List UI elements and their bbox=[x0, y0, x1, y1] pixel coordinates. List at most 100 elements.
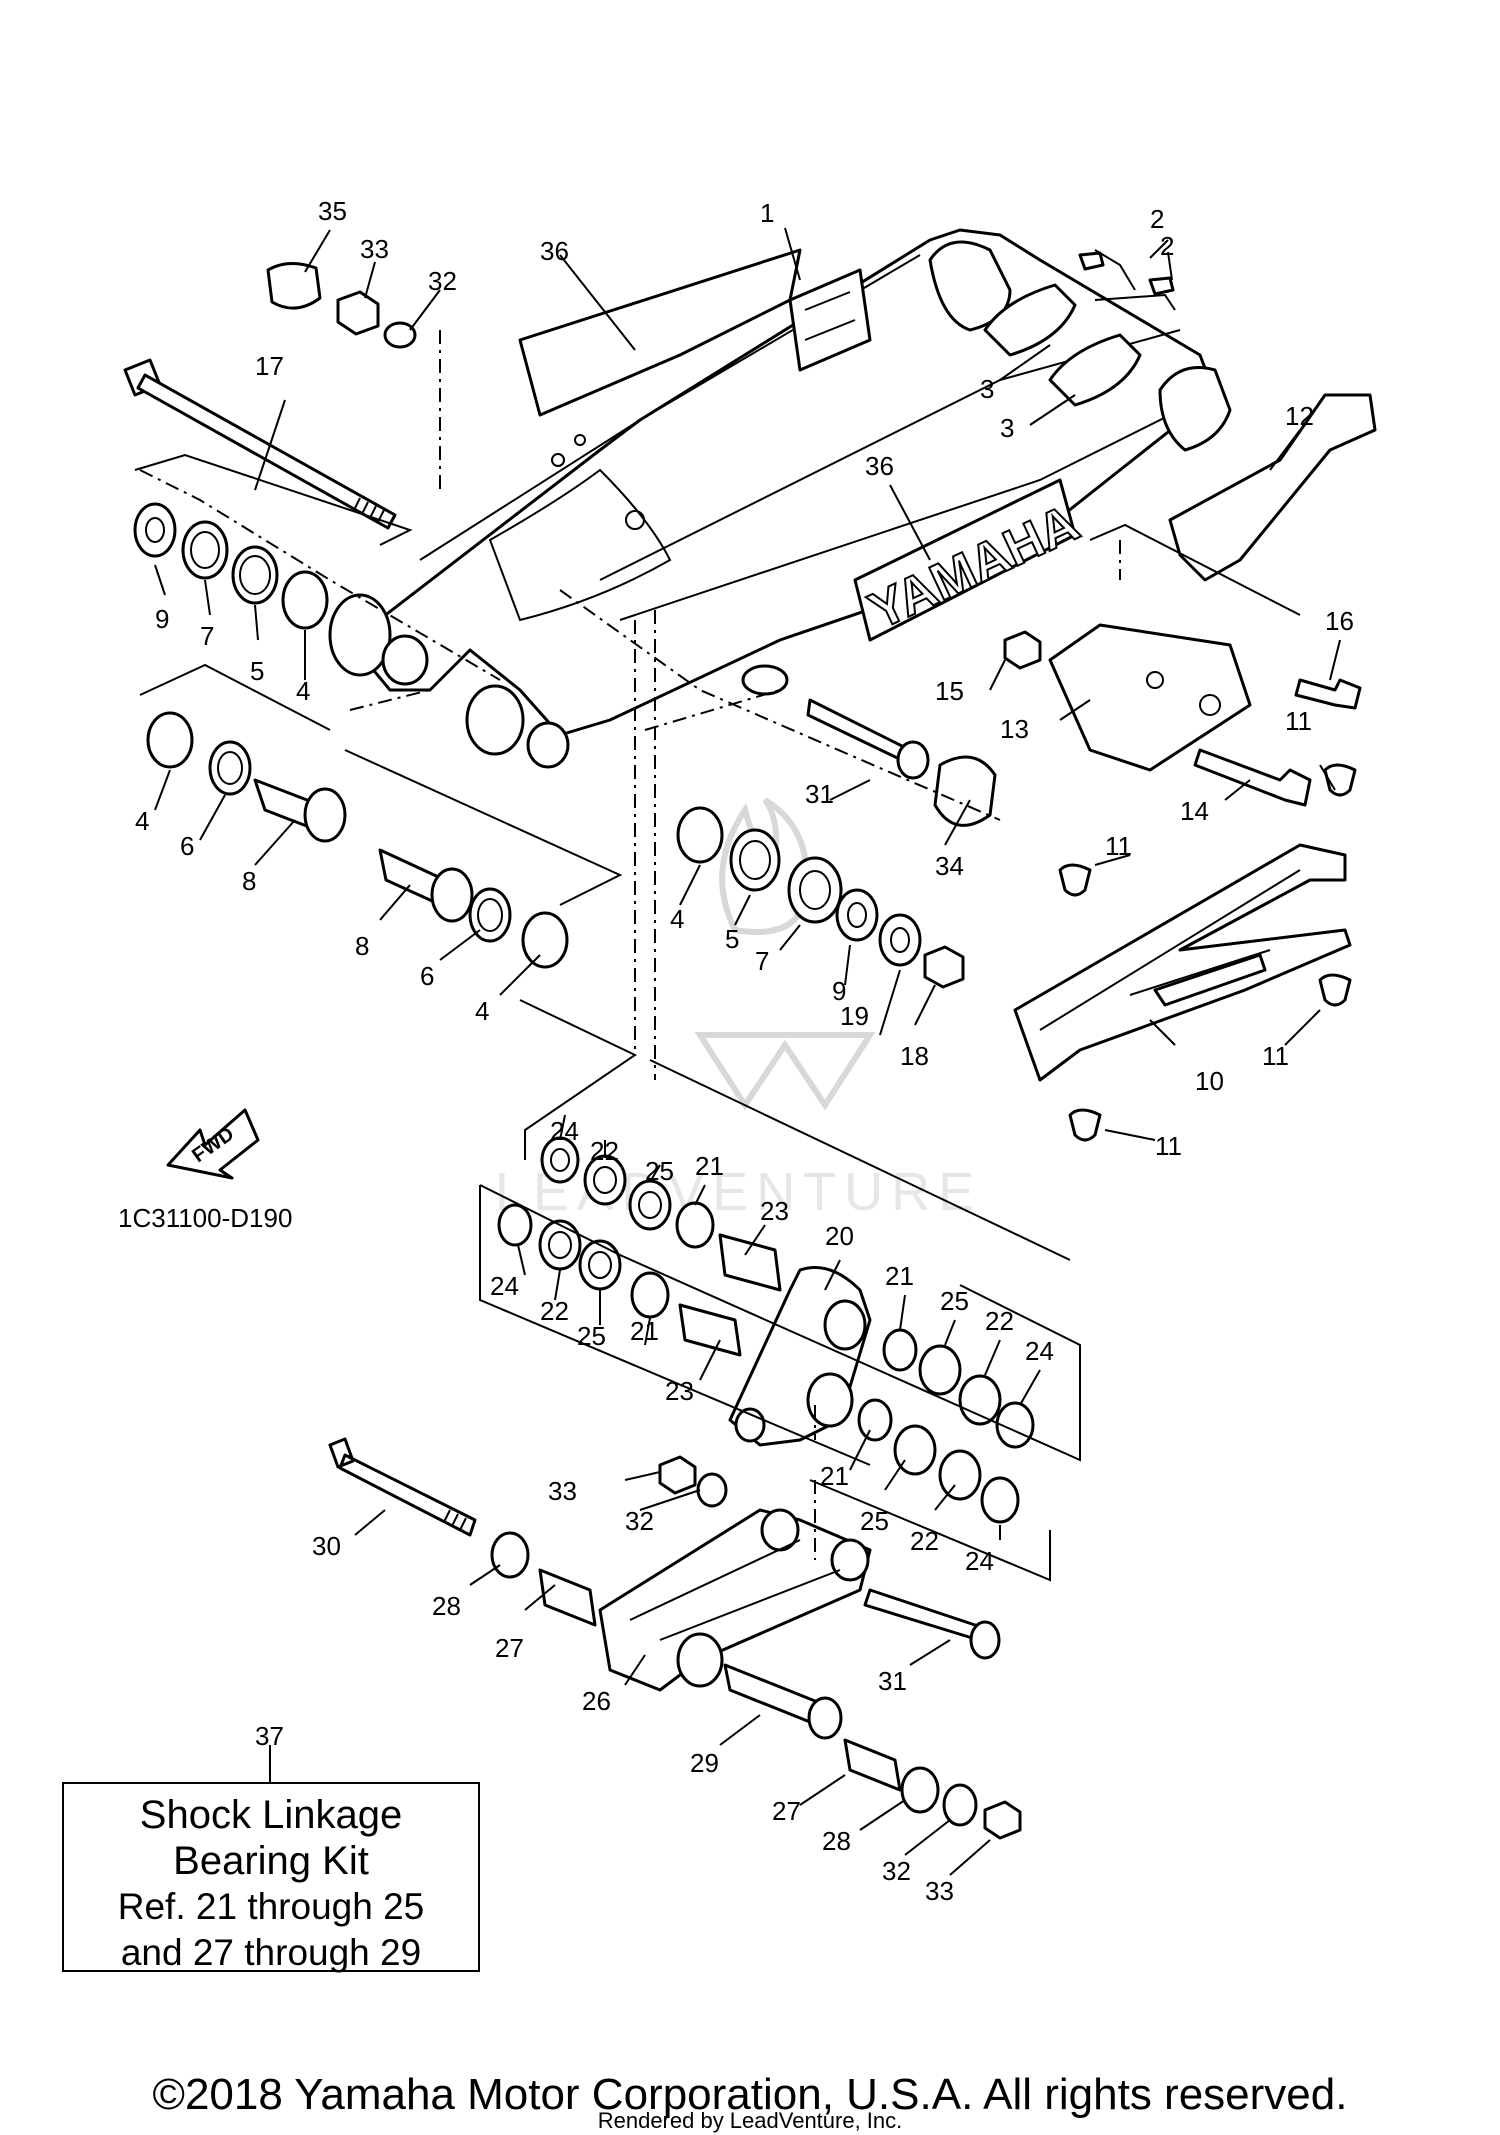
callout: 21 bbox=[695, 1151, 724, 1181]
callout: 21 bbox=[885, 1261, 914, 1291]
chain-guide bbox=[1013, 843, 1352, 1082]
pivot-axle-17 bbox=[123, 358, 397, 530]
callout: 6 bbox=[420, 961, 434, 991]
callout-numbers: 1 2 2 3 3 4 4 4 4 5 5 6 6 7 7 8 8 9 9 10… bbox=[135, 196, 1354, 1906]
callout: 27 bbox=[772, 1796, 801, 1826]
callout: 30 bbox=[312, 1531, 341, 1561]
callout: 4 bbox=[475, 996, 489, 1026]
rendered-by-credit: Rendered by LeadVenture, Inc. bbox=[597, 2108, 903, 2133]
kit-ref-number: 37 bbox=[255, 1721, 284, 1751]
callout: 27 bbox=[495, 1633, 524, 1663]
callout: 6 bbox=[180, 831, 194, 861]
callout: 2 bbox=[1150, 204, 1164, 234]
callout: 24 bbox=[550, 1116, 579, 1146]
fwd-arrow: FWD bbox=[166, 1108, 260, 1180]
callout: 19 bbox=[840, 1001, 869, 1031]
cap-34 bbox=[933, 755, 997, 827]
callout: 8 bbox=[242, 866, 256, 896]
callout: 13 bbox=[1000, 714, 1029, 744]
chain-puller-12 bbox=[1168, 393, 1377, 582]
callout: 32 bbox=[428, 266, 457, 296]
kit-line-1: Shock Linkage bbox=[139, 1793, 403, 1837]
callout: 25 bbox=[645, 1156, 674, 1186]
callout: 25 bbox=[577, 1321, 606, 1351]
callout: 33 bbox=[360, 234, 389, 264]
callout: 22 bbox=[590, 1136, 619, 1166]
callout: 22 bbox=[985, 1306, 1014, 1336]
callout: 36 bbox=[540, 236, 569, 266]
callout: 33 bbox=[548, 1476, 577, 1506]
callout: 21 bbox=[630, 1316, 659, 1346]
callout: 18 bbox=[900, 1041, 929, 1071]
copyright-notice: ©2018 Yamaha Motor Corporation, U.S.A. A… bbox=[152, 2070, 1348, 2119]
callout: 26 bbox=[582, 1686, 611, 1716]
collar-35 bbox=[266, 262, 322, 310]
nut-33-top bbox=[336, 290, 380, 336]
callout: 2 bbox=[1160, 231, 1174, 261]
callout: 11 bbox=[1105, 831, 1132, 861]
callout: 4 bbox=[296, 676, 310, 706]
callout: 33 bbox=[925, 1876, 954, 1906]
callout: 3 bbox=[980, 374, 994, 404]
decal-36 bbox=[518, 248, 802, 417]
slider-3b bbox=[1048, 333, 1142, 407]
callout: 10 bbox=[1195, 1066, 1224, 1096]
connecting-rod-26 bbox=[598, 1508, 872, 1692]
callout: 16 bbox=[1325, 606, 1354, 636]
callout: 7 bbox=[200, 621, 214, 651]
callout: 15 bbox=[935, 676, 964, 706]
callout: 12 bbox=[1285, 401, 1314, 431]
callout: 36 bbox=[865, 451, 894, 481]
callout: 23 bbox=[760, 1196, 789, 1226]
callout: 32 bbox=[625, 1506, 654, 1536]
callout: 3 bbox=[1000, 413, 1014, 443]
kit-note-box: Shock Linkage Bearing Kit Ref. 21 throug… bbox=[62, 1782, 480, 1973]
swingarm: YAMAHA bbox=[328, 228, 1232, 769]
callout: 34 bbox=[935, 851, 964, 881]
callout: 28 bbox=[432, 1591, 461, 1621]
callout: 21 bbox=[820, 1461, 849, 1491]
callout: 25 bbox=[940, 1286, 969, 1316]
kit-line-3: Ref. 21 through 25 bbox=[117, 1886, 425, 1927]
callout: 9 bbox=[155, 604, 169, 634]
linkage-bearings bbox=[497, 1136, 1035, 1524]
callout: 22 bbox=[540, 1296, 569, 1326]
callout: 25 bbox=[860, 1506, 889, 1536]
relay-arm-20 bbox=[728, 1266, 872, 1447]
callout: 5 bbox=[725, 924, 739, 954]
kit-line-2: Bearing Kit bbox=[173, 1839, 369, 1883]
callout: 31 bbox=[878, 1666, 907, 1696]
callout: 4 bbox=[670, 904, 684, 934]
bolt-31-upper bbox=[806, 698, 914, 767]
callout: 20 bbox=[825, 1221, 854, 1251]
callout: 8 bbox=[355, 931, 369, 961]
callout: 22 bbox=[910, 1526, 939, 1556]
leader-lines bbox=[154, 227, 1341, 1876]
washer-32-top bbox=[383, 321, 417, 349]
callout: 17 bbox=[255, 351, 284, 381]
callout: 35 bbox=[318, 196, 347, 226]
callout: 4 bbox=[135, 806, 149, 836]
slider-3a bbox=[983, 283, 1077, 357]
kit-line-4: and 27 through 29 bbox=[120, 1932, 422, 1973]
callout: 24 bbox=[490, 1271, 519, 1301]
callout: 28 bbox=[822, 1826, 851, 1856]
bolt-30 bbox=[328, 1437, 477, 1537]
callout: 11 bbox=[1262, 1041, 1289, 1071]
callout: 24 bbox=[1025, 1336, 1054, 1366]
callout: 23 bbox=[665, 1376, 694, 1406]
drawing-code: 1C31100-D190 bbox=[118, 1203, 293, 1233]
callout: 5 bbox=[250, 656, 264, 686]
callout: 11 bbox=[1155, 1131, 1182, 1161]
callout: 14 bbox=[1180, 796, 1209, 826]
chain-plate-13 bbox=[1048, 623, 1252, 772]
relay-bearings-right bbox=[676, 806, 965, 989]
callout: 7 bbox=[755, 946, 769, 976]
callout: 11 bbox=[1285, 706, 1312, 736]
callout: 32 bbox=[882, 1856, 911, 1886]
callout: 29 bbox=[690, 1748, 719, 1778]
callout: 24 bbox=[965, 1546, 994, 1576]
callout: 31 bbox=[805, 779, 834, 809]
pivot-bearings-left bbox=[133, 502, 569, 969]
